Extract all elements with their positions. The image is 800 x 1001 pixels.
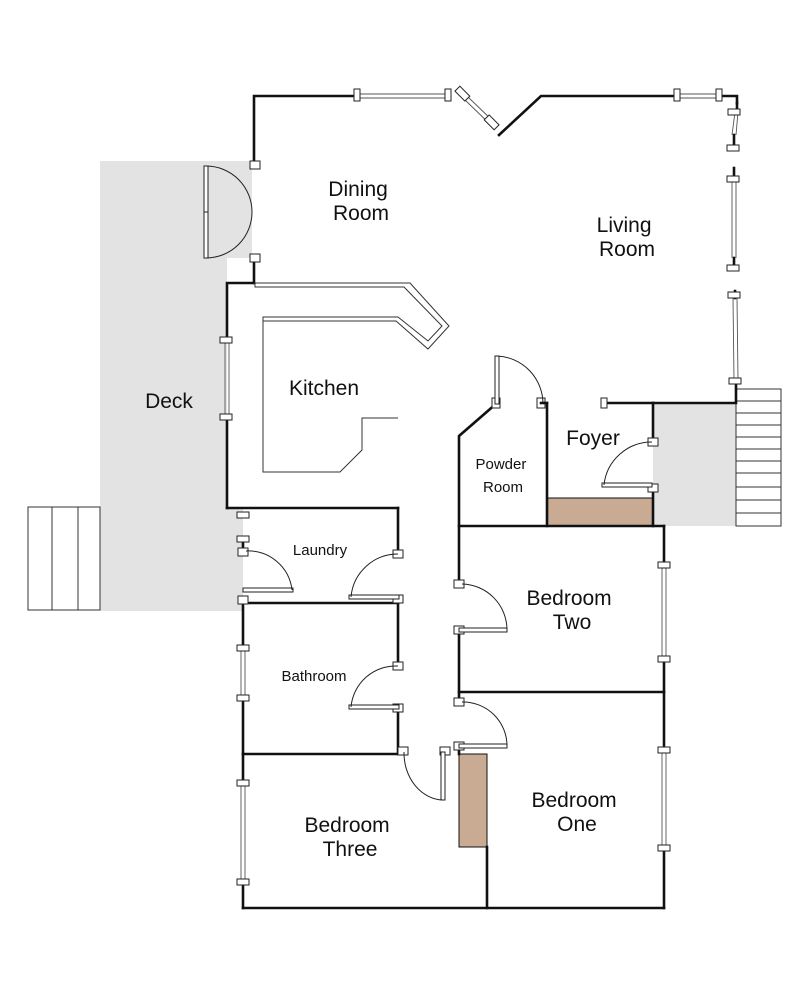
front-door (601, 437, 659, 493)
entry-porch (653, 388, 782, 527)
bedroom-one-closet (458, 753, 488, 848)
laundry-label: Laundry (293, 542, 348, 559)
powder-room-door (491, 355, 549, 409)
deck-steps (27, 506, 101, 611)
laundry-door-left (237, 547, 294, 605)
room-labels: Dining Room Living Room Kitchen Deck Pow… (145, 178, 658, 861)
doors (203, 160, 659, 801)
deck-door-swing-bg (206, 167, 252, 258)
foyer-closet (546, 497, 654, 527)
bathroom-label: Bathroom (281, 668, 346, 685)
powder-room-label: Powder Room (475, 456, 530, 496)
bedroom-one-label: Bedroom One (531, 789, 622, 836)
foyer-label: Foyer (566, 427, 620, 450)
deck-label: Deck (145, 390, 193, 413)
dining-deck-door (203, 160, 261, 263)
kitchen-label: Kitchen (289, 377, 359, 400)
bedroom-one-door (453, 697, 508, 751)
dining-room-label: Dining Room (328, 178, 393, 225)
bathroom-door (348, 661, 404, 713)
bedroom-two-label: Bedroom Two (526, 587, 617, 634)
deck-area (100, 161, 252, 611)
bedroom-two-door (453, 579, 508, 635)
living-room-label: Living Room (597, 214, 658, 261)
deck-surface (100, 161, 252, 611)
jamb-markers (219, 85, 742, 886)
bedroom-three-label: Bedroom Three (304, 814, 395, 861)
laundry-door-right (348, 549, 404, 604)
bedroom-three-door (397, 746, 451, 801)
kitchen-counters (254, 282, 450, 473)
porch-surface (653, 403, 736, 526)
